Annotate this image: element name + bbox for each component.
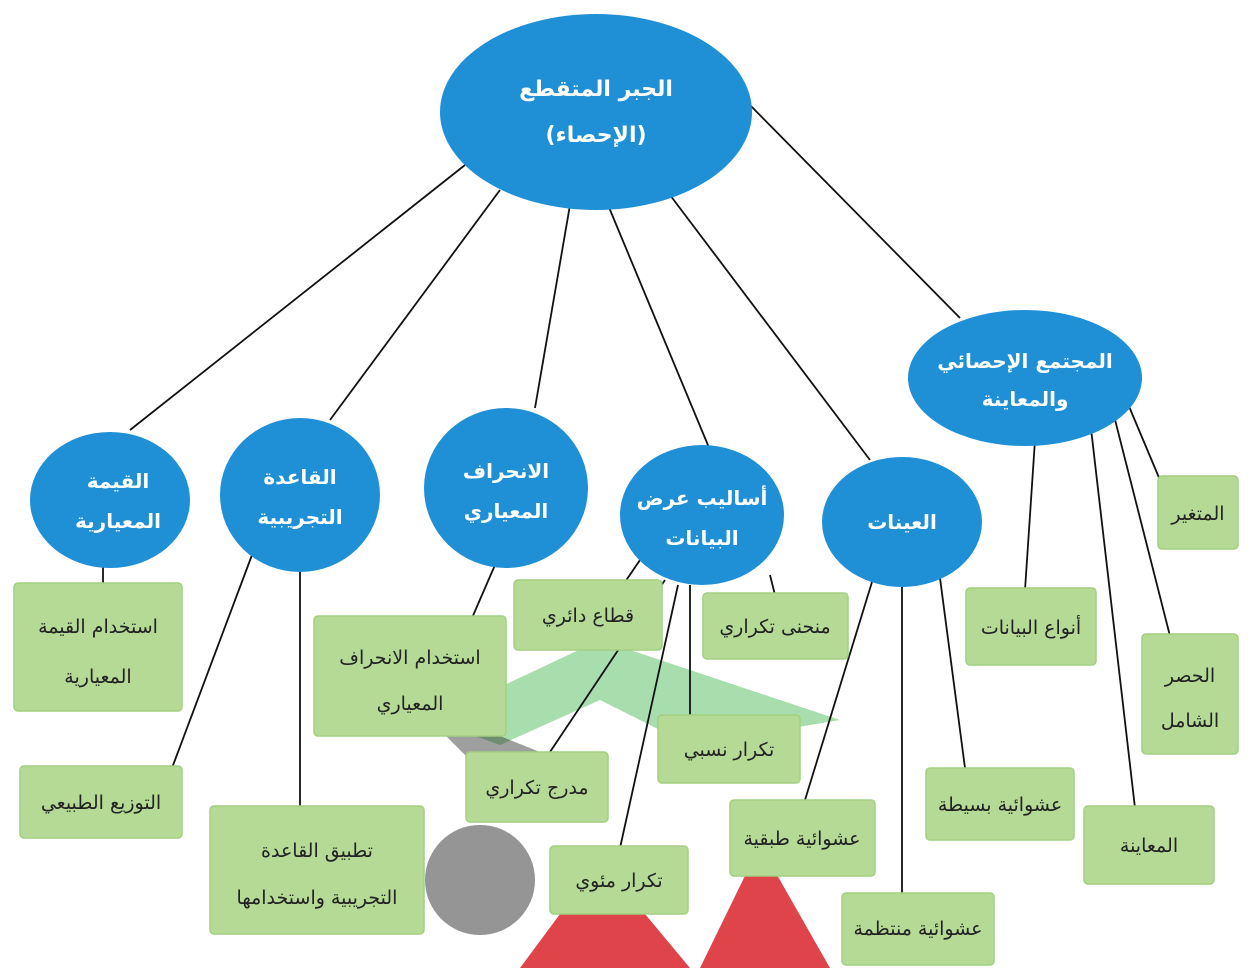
topic-community-text-1: المجتمع الإحصائي: [937, 349, 1113, 374]
leaf-pie-sector: قطاع دائري: [513, 579, 663, 651]
leaf-percent-freq-text: تكرار مئوي: [575, 870, 662, 892]
leaf-data-types: أنواع البيانات: [965, 587, 1097, 666]
topic-nodes: المجتمع الإحصائي والمعاينة العينات أسالي…: [30, 310, 1142, 587]
leaf-stratified: عشوائية طبقية: [729, 799, 876, 877]
connector-root-empirical: [329, 189, 501, 421]
leaf-apply-empirical: تطبيق القاعدة التجريبية واستخدامها: [209, 805, 425, 935]
leaf-use-deviation-text-2: المعياري: [377, 693, 444, 715]
leaf-variable-text: المتغير: [1170, 503, 1224, 525]
topic-deviation: الانحراف المعياري: [424, 408, 588, 568]
connector-empirical-normal: [171, 554, 253, 769]
leaf-data-types-text: أنواع البيانات: [981, 615, 1081, 639]
root-title-line2: (الإحصاء): [545, 123, 646, 148]
leaf-systematic-text: عشوائية منتظمة: [853, 918, 982, 940]
leaf-boxes: المتغير الحصر الشامل المعاينة أنواع البي…: [13, 475, 1239, 966]
leaf-pie-sector-text: قطاع دائري: [542, 605, 634, 627]
topic-deviation-text-1: الانحراف: [463, 459, 549, 483]
leaf-variable: المتغير: [1157, 475, 1239, 550]
topic-display: أساليب عرض البيانات: [620, 445, 784, 585]
leaf-percent-freq: تكرار مئوي: [549, 845, 689, 915]
leaf-sampling: المعاينة: [1083, 805, 1215, 885]
topic-samples-text-1: العينات: [867, 510, 937, 534]
leaf-freq-curve: منحنى تكراري: [702, 592, 849, 660]
leaf-census: الحصر الشامل: [1141, 633, 1239, 755]
leaf-freq-curve-text: منحنى تكراري: [719, 616, 830, 638]
connector-community-datatypes: [1024, 439, 1036, 591]
connector-root-display: [607, 204, 711, 451]
leaf-normal-dist-text: التوزيع الطبيعي: [41, 792, 161, 814]
leaf-sampling-text: المعاينة: [1120, 835, 1178, 857]
connector-display-curve: [769, 574, 776, 596]
topic-standard-text-2: المعيارية: [75, 509, 161, 533]
topic-deviation-text-2: المعياري: [464, 499, 549, 524]
watermark-grey-head: [425, 825, 535, 935]
leaf-simple-random: عشوائية بسيطة: [925, 767, 1075, 841]
leaf-apply-empirical-text-1: تطبيق القاعدة: [261, 840, 373, 862]
topic-samples: العينات: [822, 457, 982, 587]
leaf-normal-dist: التوزيع الطبيعي: [19, 765, 183, 839]
leaf-histogram-text: مدرج تكراري: [485, 777, 588, 799]
leaf-histogram: مدرج تكراري: [465, 751, 609, 823]
connector-deviation-use: [471, 564, 496, 619]
leaf-stratified-text: عشوائية طبقية: [743, 828, 860, 850]
connector-root-samples: [669, 194, 871, 461]
root-title-line1: الجبر المتقطع: [519, 77, 673, 102]
leaf-apply-empirical-text-2: التجريبية واستخدامها: [237, 887, 398, 909]
topic-standard-text-1: القيمة: [87, 469, 149, 493]
connector-community-sampling: [1089, 419, 1136, 809]
leaf-census-text-2: الشامل: [1161, 710, 1219, 732]
topic-empirical: القاعدة التجريبية: [220, 418, 380, 572]
topic-empirical-text-2: التجريبية: [257, 505, 342, 529]
root-node: الجبر المتقطع (الإحصاء): [440, 14, 752, 210]
connector-root-standard: [129, 164, 466, 431]
topic-community: المجتمع الإحصائي والمعاينة: [908, 310, 1142, 446]
topic-empirical-text-1: القاعدة: [263, 465, 336, 489]
topic-display-text-1: أساليب عرض: [637, 484, 768, 510]
leaf-use-deviation-text-1: استخدام الانحراف: [339, 647, 480, 669]
connector-root-deviation: [534, 204, 571, 409]
connector-display-percent: [619, 584, 679, 849]
leaf-census-text-1: الحصر: [1164, 665, 1215, 687]
connector-display-pie: [624, 559, 641, 583]
watermark-red-figure-right: [700, 845, 830, 968]
connector-samples-simple: [939, 577, 966, 769]
connector-root-community: [744, 99, 961, 319]
connector-community-census: [1109, 399, 1171, 637]
leaf-relative-freq-text: تكرار نسبي: [684, 739, 775, 761]
leaf-use-standard: استخدام القيمة المعيارية: [13, 582, 183, 712]
topic-standard: القيمة المعيارية: [30, 432, 190, 568]
topic-community-text-2: والمعاينة: [982, 387, 1069, 411]
leaf-use-standard-text-2: المعيارية: [64, 666, 131, 688]
leaf-use-deviation: استخدام الانحراف المعياري: [313, 615, 507, 737]
leaf-relative-freq: تكرار نسبي: [657, 714, 801, 784]
leaf-systematic: عشوائية منتظمة: [841, 892, 995, 966]
connector-samples-stratified: [804, 581, 873, 801]
topic-display-text-2: البيانات: [665, 526, 738, 550]
leaf-use-standard-text-1: استخدام القيمة: [38, 616, 158, 638]
leaf-simple-random-text: عشوائية بسيطة: [938, 794, 1062, 816]
